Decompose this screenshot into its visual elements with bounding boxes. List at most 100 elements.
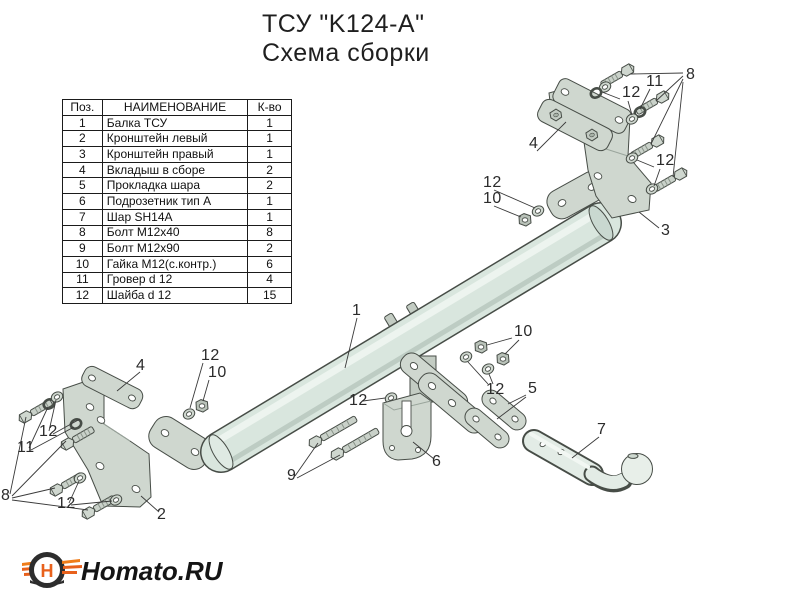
- leader-line: [11, 499, 89, 511]
- callout-label: 5: [528, 380, 537, 397]
- callout-label: 2: [157, 506, 166, 523]
- right-insert-part-4: [537, 98, 613, 152]
- title-line1: ТСУ "K124-А": [262, 10, 425, 38]
- hitch-ball-part-7: [522, 429, 653, 493]
- leader-line: [601, 91, 621, 100]
- callout-label: 4: [529, 135, 538, 152]
- callout-label: 10: [208, 364, 227, 381]
- leader-line: [140, 495, 160, 513]
- beam-part-1: [200, 202, 622, 473]
- table-cell: Болт М12х40: [101, 224, 249, 242]
- leader-line: [496, 396, 527, 420]
- logo: H Homato.RU: [20, 549, 237, 595]
- logo-wing-left: [30, 580, 42, 586]
- callout-label: 9: [287, 467, 296, 484]
- logo-text: Homato.RU: [81, 556, 224, 586]
- callout-label: 10: [514, 323, 533, 340]
- callout-label: 6: [432, 453, 441, 470]
- callout-label: 8: [686, 66, 695, 83]
- leader-line: [639, 88, 651, 110]
- table-cell: 15: [247, 287, 292, 304]
- leader-line: [507, 394, 527, 405]
- leader-line: [655, 75, 684, 102]
- left-insert-part-4: [81, 365, 144, 410]
- table-header-row: Поз. НАИМЕНОВАНИЕ К-во: [62, 99, 292, 116]
- leader-line: [294, 442, 319, 477]
- leader-line: [116, 371, 141, 392]
- page-title: ТСУ "K124-А" Схема сборки: [262, 10, 430, 68]
- table-cell: 11: [62, 271, 103, 289]
- logo-graphic: H Homato.RU: [20, 552, 224, 588]
- callout-label: 12: [656, 152, 675, 169]
- leader-line: [493, 205, 522, 218]
- leader-line: [627, 100, 633, 116]
- col-header-pos: Поз.: [62, 99, 103, 116]
- leader-line: [636, 159, 655, 168]
- callout-label: 3: [661, 222, 670, 239]
- leader-line: [571, 436, 600, 459]
- leader-line: [202, 379, 210, 402]
- leader-line: [493, 189, 536, 209]
- leader-line: [28, 406, 49, 449]
- leader-line: [68, 480, 80, 504]
- table-cell: Вкладыш в сборе: [101, 161, 249, 179]
- leader-line: [650, 78, 684, 145]
- leader-line: [504, 339, 520, 355]
- leader-line: [488, 373, 494, 385]
- callout-label: 12: [622, 84, 641, 101]
- table-cell: Болт М12х90: [101, 240, 249, 257]
- leader-line: [30, 426, 75, 451]
- leader-line: [486, 337, 513, 346]
- table-cell: 2: [247, 177, 292, 195]
- leader-line: [70, 500, 113, 506]
- leader-line: [412, 441, 435, 460]
- leader-line: [536, 121, 567, 152]
- beam-left-tab: [148, 416, 212, 470]
- table-cell: Подрозетник тип А: [101, 193, 249, 210]
- leader-line: [638, 211, 660, 229]
- leader-line: [362, 397, 386, 402]
- socket-plate-part-6: [382, 392, 432, 461]
- callout-label: 12: [349, 392, 368, 409]
- callout-label: 12: [201, 347, 220, 364]
- table-cell: Прокладка шара: [101, 177, 249, 195]
- leader-line: [344, 317, 358, 369]
- callout-label: 1: [352, 302, 361, 319]
- leader-line: [9, 416, 27, 495]
- leader-line: [296, 454, 341, 479]
- leader-line: [653, 168, 661, 187]
- table-cell: Шайба d 12: [101, 287, 249, 304]
- leader-line: [467, 361, 489, 385]
- leader-line: [672, 81, 684, 178]
- logo-speed-lines-right: [62, 559, 82, 574]
- col-header-name: НАИМЕНОВАНИЕ: [101, 99, 249, 116]
- table-cell: Гайка М12(с.контр.): [101, 255, 249, 273]
- callout-label: 12: [57, 495, 76, 512]
- callout-label: 8: [1, 487, 10, 504]
- table-cell: Кронштейн левый: [101, 130, 249, 148]
- logo-emblem: H: [29, 552, 65, 588]
- callout-label: 11: [17, 439, 35, 456]
- leader-line: [189, 362, 204, 409]
- title-line2: Схема сборки: [262, 39, 430, 67]
- callout-label: 10: [483, 190, 502, 207]
- callout-label: 4: [136, 357, 145, 374]
- logo-wing-right: [52, 580, 64, 586]
- leader-line: [11, 487, 56, 499]
- callout-label: 12: [486, 381, 505, 398]
- leader-line: [629, 72, 684, 75]
- leader-line: [52, 418, 81, 435]
- logo-emblem-letter: H: [41, 561, 54, 581]
